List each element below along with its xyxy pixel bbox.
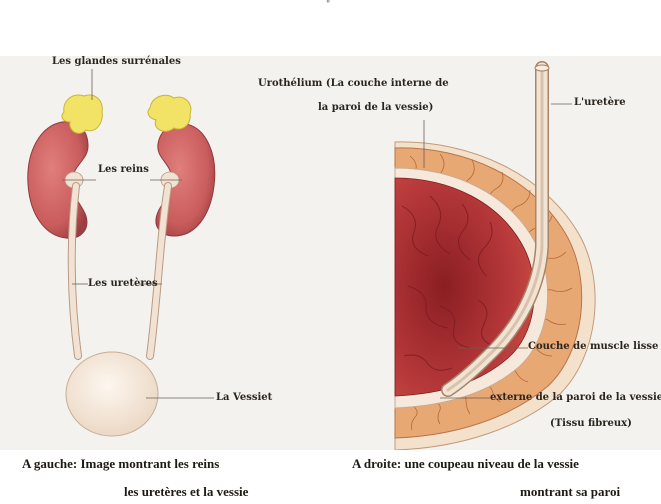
label-muscle-layer: Couche de muscle lisse bbox=[528, 341, 658, 354]
label-outer-wall-line2: (Tissu fibreux) bbox=[550, 418, 632, 431]
label-bladder: La Vessiet bbox=[216, 392, 272, 405]
ureter-opening bbox=[535, 65, 549, 71]
anatomy-figure: Les glandes surrénales Les reins Les ure… bbox=[0, 56, 661, 450]
bladder bbox=[66, 352, 158, 436]
caption-left-line2: les uretères et la vessie bbox=[124, 484, 248, 500]
label-ureters: Les uretères bbox=[88, 278, 158, 291]
caption-left-line1: A gauche: Image montrant les reins bbox=[22, 456, 219, 472]
caption-right-line2: montrant sa paroi bbox=[520, 484, 620, 500]
top-band: " bbox=[0, 0, 661, 57]
label-kidneys: Les reins bbox=[98, 164, 149, 177]
label-ureter: L'uretère bbox=[574, 97, 626, 110]
caption-right-line1: A droite: une coupeau niveau de la vessi… bbox=[352, 456, 579, 472]
label-adrenal-glands: Les glandes surrénales bbox=[52, 56, 181, 69]
anatomy-illustration bbox=[0, 56, 661, 450]
page-marker: " bbox=[326, 0, 330, 10]
label-urothelium-line1: Urothélium (La couche interne de bbox=[258, 78, 449, 91]
label-urothelium-line2: la paroi de la vessie) bbox=[318, 102, 433, 115]
label-outer-wall-line1: externe de la paroi de la vessie bbox=[490, 392, 661, 405]
right-adrenal-gland bbox=[148, 95, 191, 131]
